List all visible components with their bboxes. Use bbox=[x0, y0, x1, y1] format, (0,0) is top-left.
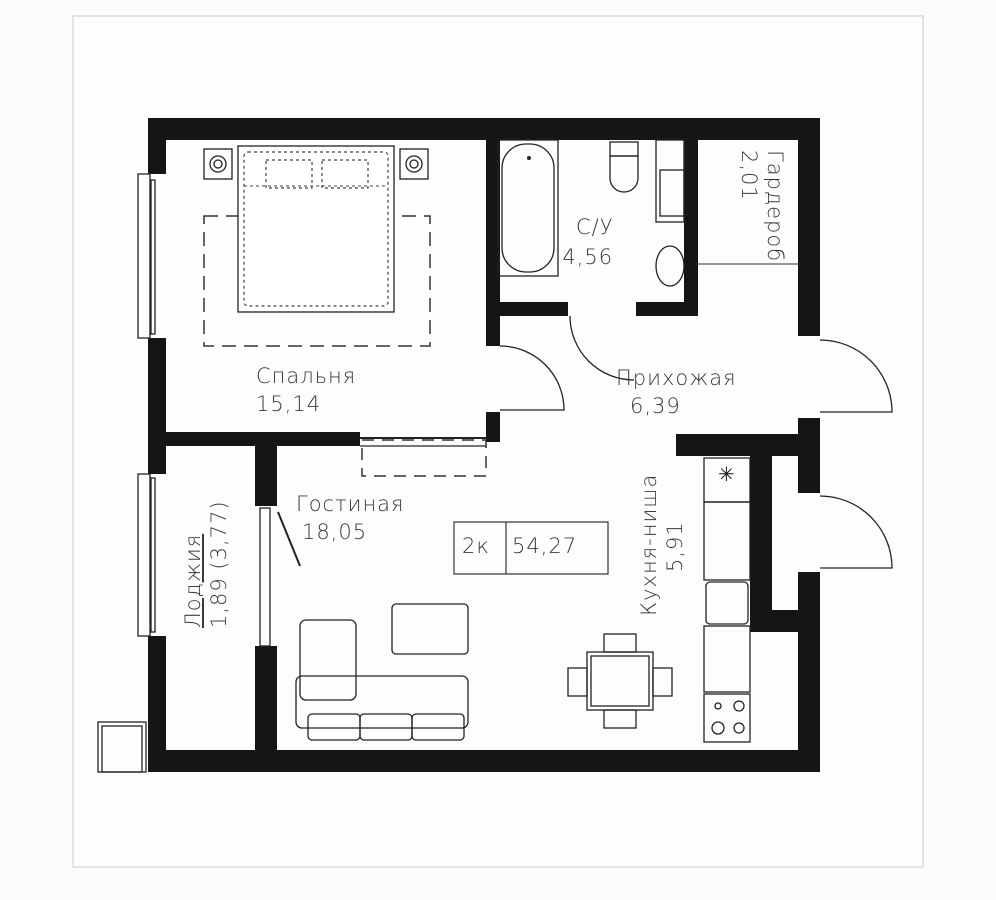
living-furniture bbox=[295, 439, 673, 741]
kitchen-units bbox=[703, 457, 751, 743]
railing bbox=[97, 721, 147, 773]
doors bbox=[499, 263, 893, 569]
walls bbox=[148, 118, 820, 772]
bed bbox=[203, 145, 431, 347]
bathroom-fixtures bbox=[497, 139, 685, 287]
windows bbox=[137, 173, 486, 647]
area-badge bbox=[453, 521, 609, 575]
